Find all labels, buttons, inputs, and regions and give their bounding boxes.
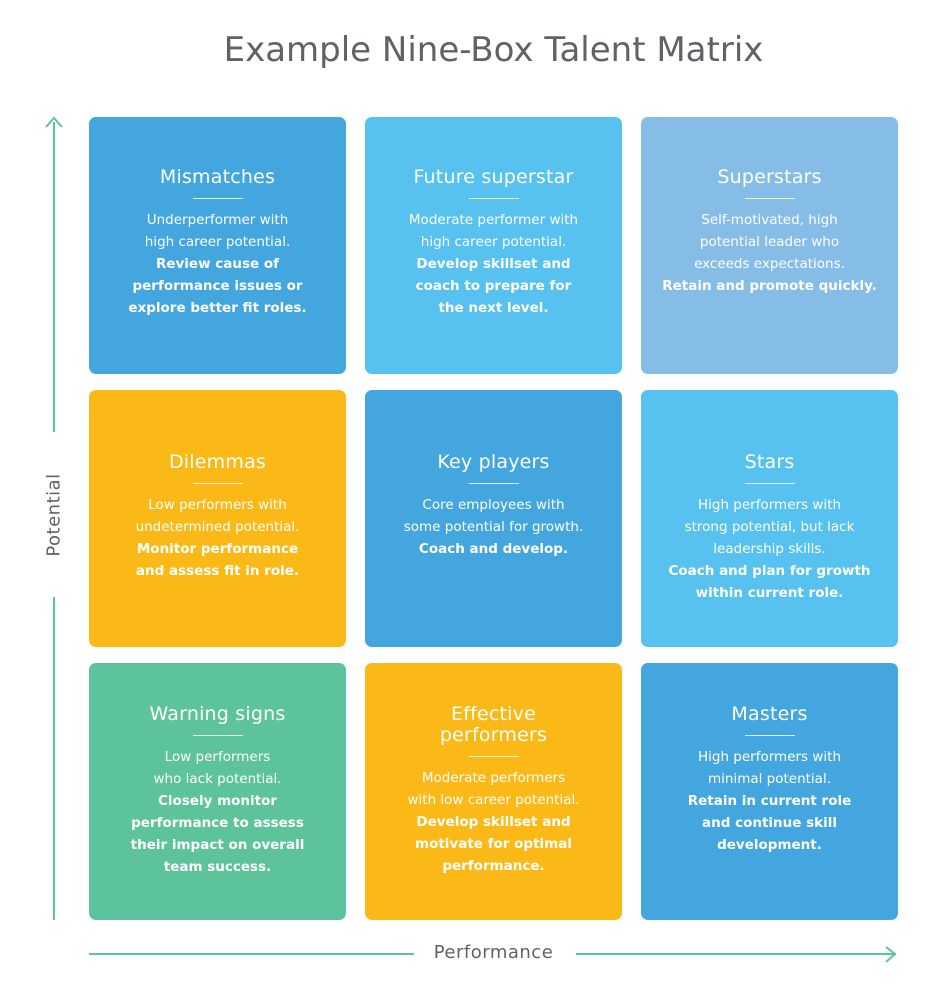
action-line: performance issues or [132,278,303,294]
y-axis-arrow-icon [45,116,63,128]
action-line: the next level. [438,300,549,316]
action-line: and assess fit in role. [135,563,300,579]
box-masters: Masters High performers with minimal pot… [641,663,898,920]
box-description: Low performers who lack potential. [107,746,328,790]
action-line: Develop skillset and [416,256,571,272]
box-title: Stars [744,451,795,473]
description-line: Core employees with [422,497,565,513]
description-line: High performers with [697,497,842,513]
description-line: exceeds expectations. [694,256,845,272]
divider [468,483,519,484]
divider [744,198,795,199]
box-title: Masters [731,703,808,725]
divider [744,735,795,736]
divider [192,198,243,199]
action-line: performance. [442,858,545,874]
box-title: Dilemmas [168,451,267,473]
divider [468,756,519,757]
box-description: Moderate performer with high career pote… [383,209,604,253]
action-line: Monitor performance [136,541,299,557]
action-line: within current role. [695,585,844,601]
box-title: Warning signs [149,703,286,725]
box-title: Future superstar [413,166,574,188]
box-title: Key players [437,451,550,473]
box-dilemmas: Dilemmas Low performers with undetermine… [89,390,346,647]
description-line: Low performers [164,749,271,765]
box-description: High performers with strong potential, b… [659,494,880,560]
action-line: motivate for optimal [415,836,572,852]
box-description: Self-motivated, high potential leader wh… [659,209,880,275]
box-description: High performers with minimal potential. [659,746,880,790]
box-description: Underperformer with high career potentia… [107,209,328,253]
box-future-superstar: Future superstar Moderate performer with… [365,117,622,374]
description-line: High performers with [697,749,842,765]
action-line: Review cause of [155,256,280,272]
box-warning-signs: Warning signs Low performers who lack po… [89,663,346,920]
description-line: high career potential. [420,234,567,250]
x-axis-label: Performance [433,942,554,963]
divider [192,735,243,736]
box-superstars: Superstars Self-motivated, high potentia… [641,117,898,374]
action-line: Coach and develop. [418,541,569,557]
action-line: Retain in current role [687,793,852,809]
action-line: development. [717,837,822,853]
box-stars: Stars High performers with strong potent… [641,390,898,647]
action-line: Retain and promote quickly. [662,278,877,294]
y-axis-label: Potential [43,473,65,557]
description-line: Underperformer with [146,212,289,228]
box-action: Coach and develop. [383,538,604,560]
box-action: Coach and plan for growth within current… [659,560,880,604]
action-line: Closely monitor [157,793,278,809]
description-line: potential leader who [699,234,840,250]
y-axis-line-upper [53,122,55,432]
divider [744,483,795,484]
action-line: Coach and plan for growth [668,563,871,579]
description-line: with low career potential. [407,792,580,808]
description-line: undetermined potential. [135,519,300,535]
box-action: Closely monitor performance to assess th… [107,790,328,878]
description-line: high career potential. [144,234,291,250]
action-line: team success. [163,859,272,875]
action-line: coach to prepare for [415,278,572,294]
description-line: Self-motivated, high [701,212,838,228]
x-axis-line-left [89,953,414,955]
page-title: Example Nine-Box Talent Matrix [223,30,764,70]
divider [192,483,243,484]
divider [468,198,519,199]
box-action: Develop skillset and coach to prepare fo… [383,253,604,319]
box-effective-performers: Effective performers Moderate performers… [365,663,622,920]
description-line: minimal potential. [707,771,832,787]
box-action: Review cause of performance issues or ex… [107,253,328,319]
box-action: Retain and promote quickly. [659,275,880,297]
box-key-players: Key players Core employees with some pot… [365,390,622,647]
description-line: Moderate performers [421,770,566,786]
box-description: Low performers with undetermined potenti… [107,494,328,538]
box-action: Retain in current role and continue skil… [659,790,880,856]
box-mismatches: Mismatches Underperformer with high care… [89,117,346,374]
y-axis-line-lower [53,597,55,920]
action-line: their impact on overall [130,837,305,853]
description-line: strong potential, but lack [684,519,855,535]
description-line: Low performers with [148,497,287,513]
box-description: Moderate performers with low career pote… [380,767,607,811]
box-description: Core employees with some potential for g… [383,494,604,538]
box-action: Monitor performance and assess fit in ro… [107,538,328,582]
action-line: and continue skill [701,815,838,831]
description-line: leadership skills. [713,541,826,557]
box-action: Develop skillset and motivate for optima… [380,811,607,877]
x-axis-arrow-icon [885,946,897,963]
description-line: who lack potential. [153,771,282,787]
action-line: performance to assess [131,815,304,831]
x-axis-line-right [576,953,896,955]
box-title: Mismatches [159,166,276,188]
action-line: Develop skillset and [416,814,571,830]
action-line: explore better fit roles. [128,300,307,316]
description-line: Moderate performer with [408,212,579,228]
box-title: Effective performers [439,703,548,746]
box-title: Superstars [717,166,822,188]
description-line: some potential for growth. [403,519,584,535]
